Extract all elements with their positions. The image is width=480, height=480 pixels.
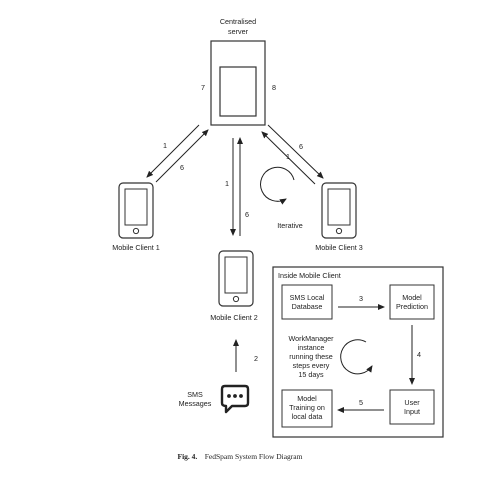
model-training-box: Model Training on local data	[281, 389, 333, 428]
c3-down-number: 1	[286, 152, 290, 161]
centralised-server: Centralised server 7 8	[201, 17, 276, 126]
phone-screen	[327, 188, 351, 226]
sms-step-number: 2	[254, 354, 258, 363]
phone-screen	[224, 256, 248, 294]
server-label-line2: server	[228, 27, 249, 36]
chat-bubble-icon	[220, 384, 250, 414]
c3-up-number: 6	[299, 142, 303, 151]
model-pred-line1: Model	[402, 293, 422, 302]
phone-home-button	[232, 295, 240, 303]
mobile-client-2: Mobile Client 2	[210, 250, 258, 322]
iterative-cycle-icon	[260, 166, 295, 205]
wm-line3: running these	[289, 352, 333, 361]
workmanager-cycle-icon	[340, 339, 373, 375]
model-train-line2: Training on	[289, 403, 325, 412]
wm-line4: steps every	[293, 361, 330, 370]
arrow-client1-to-server	[155, 129, 209, 183]
server-inner-box	[219, 66, 257, 117]
sms-label-line2: Messages	[179, 399, 212, 408]
user-input-line2: Input	[404, 407, 420, 416]
mobile-client-1: Mobile Client 1	[112, 182, 160, 252]
step4-number: 4	[417, 350, 421, 359]
user-input-line1: User	[404, 398, 420, 407]
arrow-server-to-client3	[267, 124, 324, 179]
model-prediction-box: Model Prediction	[389, 284, 435, 320]
server-right-number: 8	[272, 83, 276, 92]
c1-down-number: 1	[163, 141, 167, 150]
arrow-client3-to-server	[261, 131, 316, 185]
model-train-line1: Model	[297, 394, 317, 403]
c1-up-number: 6	[180, 163, 184, 172]
iterative-cycle: Iterative	[260, 166, 303, 230]
sms-messages: SMS Messages	[179, 384, 250, 414]
sms-local-database-box: SMS Local Database	[281, 284, 333, 320]
arrow-server-to-client1	[146, 124, 200, 178]
caption-text: FedSpam System Flow Diagram	[205, 452, 303, 461]
user-input-box: User Input	[389, 389, 435, 425]
mobile-client-3: Mobile Client 3	[315, 182, 363, 252]
sms-label-line1: SMS	[187, 390, 203, 399]
c2-down-number: 1	[225, 179, 229, 188]
server-left-number: 7	[201, 83, 205, 92]
iterative-label: Iterative	[277, 221, 303, 230]
step5-number: 5	[359, 398, 363, 407]
arrows-server-client3: 6 1	[261, 124, 324, 185]
inside-panel-title: Inside Mobile Client	[278, 271, 341, 280]
client3-label: Mobile Client 3	[315, 243, 363, 252]
svg-text:Fig. 4. FedSpam System F: Fig. 4. FedSpam System Flow Diagram	[178, 446, 303, 463]
client1-label: Mobile Client 1	[112, 243, 160, 252]
figure-caption: Fig. 4. FedSpam System Flow Diagram	[178, 446, 303, 463]
wm-line5: 15 days	[298, 370, 324, 379]
server-label-line1: Centralised	[220, 17, 256, 26]
arrows-server-client2: 1 6	[225, 137, 249, 236]
step3-number: 3	[359, 294, 363, 303]
sms-db-line2: Database	[292, 302, 323, 311]
model-pred-line2: Prediction	[396, 302, 428, 311]
wm-line2: instance	[298, 343, 325, 352]
phone-home-button	[132, 227, 140, 235]
c2-up-number: 6	[245, 210, 249, 219]
model-train-line3: local data	[292, 412, 323, 421]
wm-line1: WorkManager	[288, 334, 334, 343]
inside-mobile-client-panel: Inside Mobile Client SMS Local Database …	[272, 266, 444, 438]
phone-screen	[124, 188, 148, 226]
sms-db-line1: SMS Local	[290, 293, 325, 302]
caption-bold: Fig. 4.	[178, 452, 198, 461]
sms-arrow: 2	[233, 339, 258, 372]
arrows-server-client1: 1 6	[146, 124, 209, 183]
client2-label: Mobile Client 2	[210, 313, 258, 322]
phone-home-button	[335, 227, 343, 235]
